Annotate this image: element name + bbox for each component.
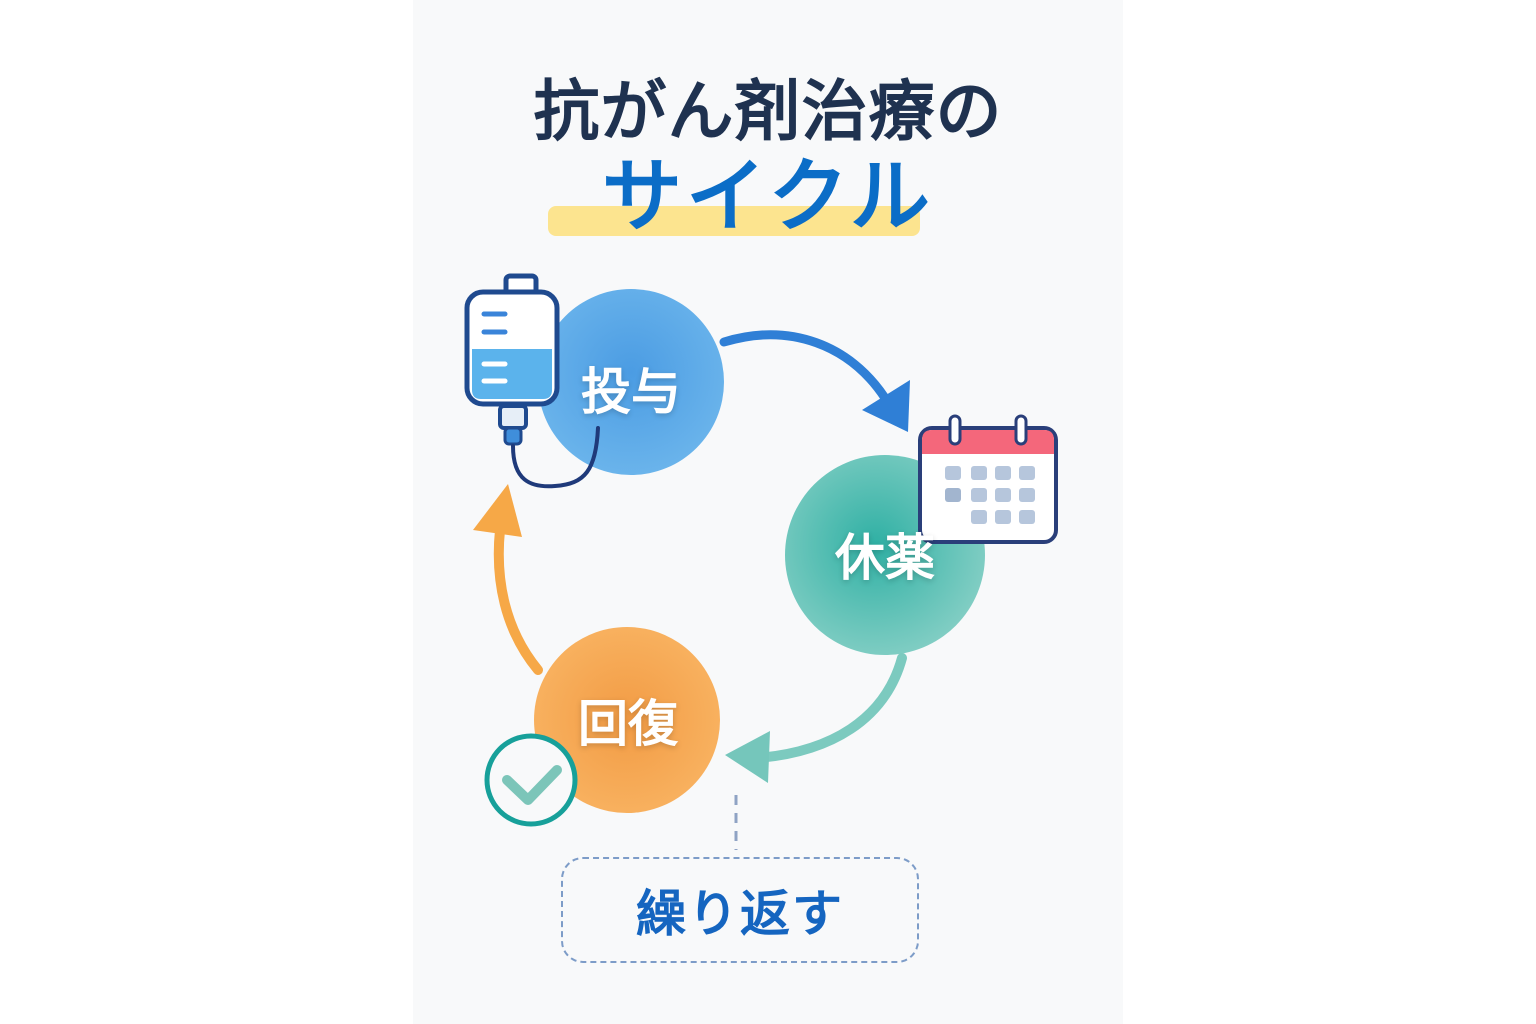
step-administration-circle [538,289,724,475]
arrow-recovery-to-administration [473,484,543,675]
title-highlight-bar [548,206,920,236]
arrow-rest-to-recovery [725,653,907,783]
iv-drip-bag-icon [464,273,600,489]
check-circle-icon [484,733,578,827]
title-line-1: 抗がん剤治療の [533,73,1003,150]
calendar-icon [918,414,1058,544]
step-label-recovery: 回復 [578,695,678,753]
step-label-rest: 休薬 [835,529,935,587]
step-recovery-circle [534,627,720,813]
step-label-administration: 投与 [581,363,681,421]
title-line-2: サイクル [602,150,934,243]
repeat-box: 繰り返す [561,857,919,963]
repeat-label: 繰り返す [636,885,844,943]
arrow-administration-to-rest [719,330,910,432]
